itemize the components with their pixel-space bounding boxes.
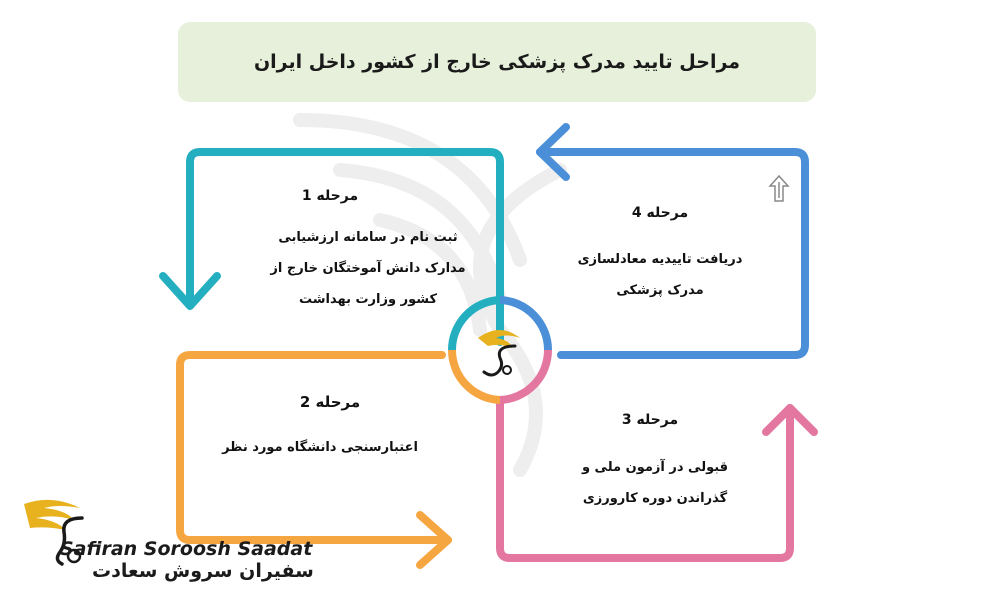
stage-1-label: مرحله 1 — [301, 188, 359, 204]
brand-logo — [24, 499, 84, 566]
stage-4-label: مرحله 4 — [631, 205, 689, 221]
title-banner: مراحل تایید مدرک پزشکی خارج از کشور داخل… — [178, 22, 816, 102]
stage-1-line: مدارک دانش آموختگان خارج از — [270, 261, 466, 276]
stage-4-arrow — [536, 123, 809, 359]
brand-name-english: Safiran Soroosh Saadat — [60, 538, 313, 560]
stage-4-line: دریافت تاییدیه معادلسازی — [577, 252, 743, 267]
diagram-title: مراحل تایید مدرک پزشکی خارج از کشور داخل… — [253, 51, 741, 73]
stage-1-arrow — [159, 148, 504, 346]
stage-1-line: کشور وزارت بهداشت — [298, 292, 438, 307]
stage-3-arrow — [496, 396, 818, 562]
stage-2-description: اعتبارسنجی دانشگاه مورد نظر — [200, 432, 440, 463]
brand-name-persian: سفیران سروش سعادت — [92, 560, 314, 582]
winged-s-logo-icon — [24, 499, 84, 566]
stage-2-line: اعتبارسنجی دانشگاه مورد نظر — [222, 440, 418, 455]
up-arrow-icon — [768, 174, 790, 202]
stage-3-description: قبولی در آزمون ملی و گذراندن دوره کارورز… — [545, 452, 765, 514]
center-ring — [447, 296, 553, 404]
stage-2-label: مرحله 2 — [299, 393, 361, 411]
stage-1-description: ثبت نام در سامانه ارزشیابی مدارک دانش آم… — [248, 222, 488, 315]
stage-4-line: مدرک پزشکی — [616, 283, 704, 298]
stage-1-line: ثبت نام در سامانه ارزشیابی — [278, 230, 458, 245]
stage-3-label: مرحله 3 — [621, 412, 679, 428]
stage-2-arrow — [176, 351, 452, 569]
stage-3-line: قبولی در آزمون ملی و — [581, 460, 729, 475]
center-logo-icon — [478, 330, 520, 377]
stage-4-description: دریافت تاییدیه معادلسازی مدرک پزشکی — [555, 244, 765, 306]
stage-3-line: گذراندن دوره کارورزی — [582, 491, 728, 506]
